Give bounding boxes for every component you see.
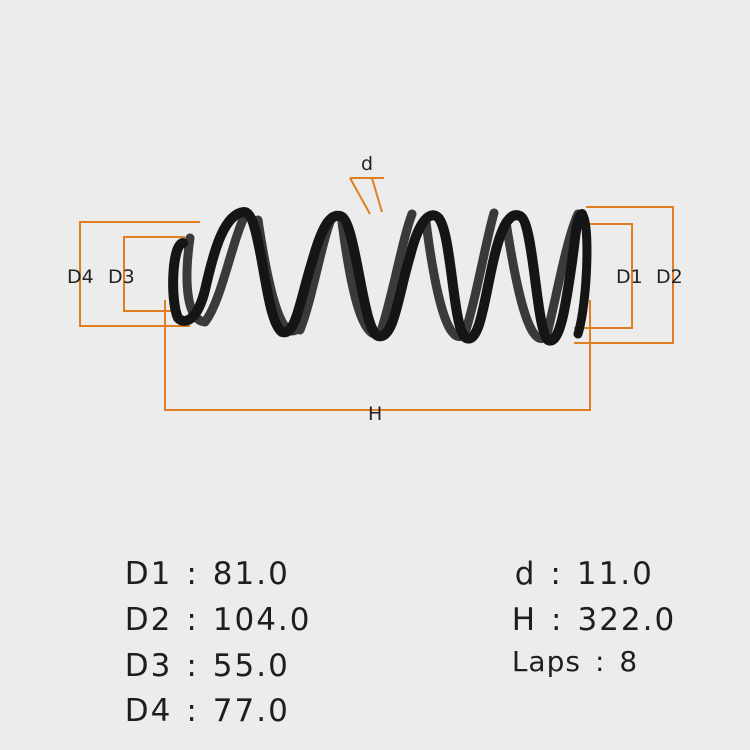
spec-d3: D3:55.0 — [101, 612, 290, 684]
d2-bracket — [574, 206, 674, 344]
spec-d4-value: 77.0 — [212, 693, 290, 729]
coil-spring — [168, 206, 592, 346]
spec-d2-label: D2 — [124, 602, 173, 638]
spec-separator: : — [550, 556, 563, 592]
label-d3: D3 — [108, 266, 135, 288]
spec-h-value: 322.0 — [577, 602, 677, 638]
h-dimension-line — [164, 300, 591, 411]
spec-separator: : — [186, 556, 199, 592]
d-callout-diag — [349, 177, 371, 215]
spec-laps-label: Laps — [511, 645, 581, 678]
label-d1: D1 — [616, 266, 643, 288]
label-d: d — [361, 153, 373, 175]
spec-wire-label: d — [514, 556, 537, 592]
spec-d2: D2:104.0 — [101, 566, 312, 638]
spec-d4-label: D4 — [124, 693, 173, 729]
d1-bracket — [574, 223, 633, 329]
dimension-lines — [79, 177, 674, 411]
spec-separator: : — [186, 693, 199, 729]
spec-h-label: H — [511, 602, 538, 638]
spring-front-strands — [168, 206, 587, 346]
spec-laps: Laps:8 — [492, 612, 638, 678]
spec-d1-value: 81.0 — [212, 556, 290, 592]
spec-separator: : — [186, 648, 199, 684]
spec-laps-value: 8 — [619, 645, 639, 678]
spec-wire-value: 11.0 — [576, 556, 654, 592]
spec-d1: D1:81.0 — [101, 520, 290, 592]
spec-separator: : — [186, 602, 199, 638]
spec-d2-value: 104.0 — [212, 602, 312, 638]
d4-bracket — [79, 221, 200, 327]
spec-wire-d: d:11.0 — [491, 520, 654, 592]
spring-end-coil — [573, 209, 592, 339]
spring-back-strands — [182, 208, 583, 343]
spec-separator: : — [594, 645, 606, 678]
spec-d3-value: 55.0 — [212, 648, 290, 684]
spec-h: H:322.0 — [488, 566, 676, 638]
spec-d3-label: D3 — [124, 648, 173, 684]
spec-d1-label: D1 — [124, 556, 173, 592]
label-d4: D4 — [67, 266, 94, 288]
label-h: H — [368, 403, 382, 425]
label-d2: D2 — [656, 266, 683, 288]
spec-separator: : — [551, 602, 564, 638]
spec-d4: D4:77.0 — [101, 657, 290, 729]
d3-bracket — [123, 236, 185, 312]
